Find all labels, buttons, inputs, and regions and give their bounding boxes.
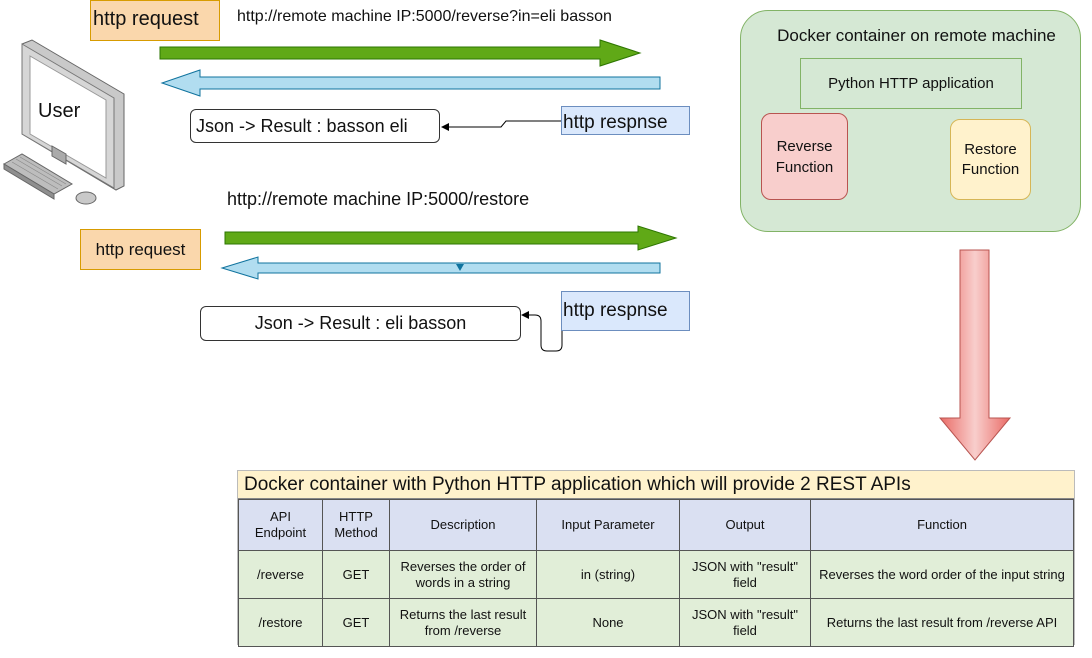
table-cell: Returns the last result from /reverse: [389, 598, 537, 647]
http-request-box-1: http request: [90, 0, 220, 41]
table-header-cell: Description: [389, 499, 537, 551]
table-cell: JSON with "result" field: [679, 550, 811, 599]
python-app-box: Python HTTP application: [800, 58, 1022, 109]
flow-arrow-down: [938, 249, 1012, 461]
response-arrow-1: [160, 69, 661, 97]
desktop-computer-icon: [3, 39, 125, 205]
connector-response-1: [448, 120, 562, 128]
table-cell: Reverses the order of words in a string: [389, 550, 537, 599]
table-header-cell: Output: [679, 499, 811, 551]
http-response-box-1: http respnse: [561, 106, 690, 135]
table-cell: Returns the last result from /reverse AP…: [810, 598, 1074, 647]
table-cell: GET: [322, 550, 390, 599]
table-header-cell: API Endpoint: [238, 499, 323, 551]
connector-response-2: [528, 312, 563, 352]
table-cell: in (string): [536, 550, 680, 599]
http-response-box-2: http respnse: [561, 291, 690, 331]
table-cell: JSON with "result" field: [679, 598, 811, 647]
result-box-1: Json -> Result : basson eli: [190, 109, 440, 143]
python-app-label: Python HTTP application: [828, 75, 994, 92]
table-header-cell: HTTP Method: [322, 499, 390, 551]
result-box-2: Json -> Result : eli basson: [200, 306, 521, 341]
request-arrow-2: [224, 225, 678, 251]
table-cell: /reverse: [238, 550, 323, 599]
table-title: Docker container with Python HTTP applic…: [238, 471, 1074, 499]
http-request-box-2: http request: [80, 229, 201, 270]
container-title: Docker container on remote machine: [777, 26, 1056, 45]
http-request-label-2: http request: [95, 239, 186, 259]
table-cell: None: [536, 598, 680, 647]
table-header-cell: Function: [810, 499, 1074, 551]
reverse-function-box: Reverse Function: [761, 113, 848, 200]
request-arrow-1: [159, 39, 642, 67]
table-cell: Reverses the word order of the input str…: [810, 550, 1074, 599]
table-header-cell: Input Parameter: [536, 499, 680, 551]
result-text-2: Json -> Result : eli basson: [254, 313, 467, 333]
response-arrow-2: [220, 256, 661, 280]
request-url-2: http://remote machine IP:5000/restore: [227, 189, 530, 209]
table-cell: /restore: [238, 598, 323, 647]
docker-container: Docker container on remote machine Pytho…: [740, 10, 1081, 232]
request-url-1: http://remote machine IP:5000/reverse?in…: [237, 8, 612, 25]
api-table: Docker container with Python HTTP applic…: [237, 470, 1075, 647]
user-label: User: [38, 100, 81, 122]
table-cell: GET: [322, 598, 390, 647]
restore-function-box: Restore Function: [950, 119, 1031, 200]
result-text-1: Json -> Result : basson eli: [196, 115, 408, 136]
